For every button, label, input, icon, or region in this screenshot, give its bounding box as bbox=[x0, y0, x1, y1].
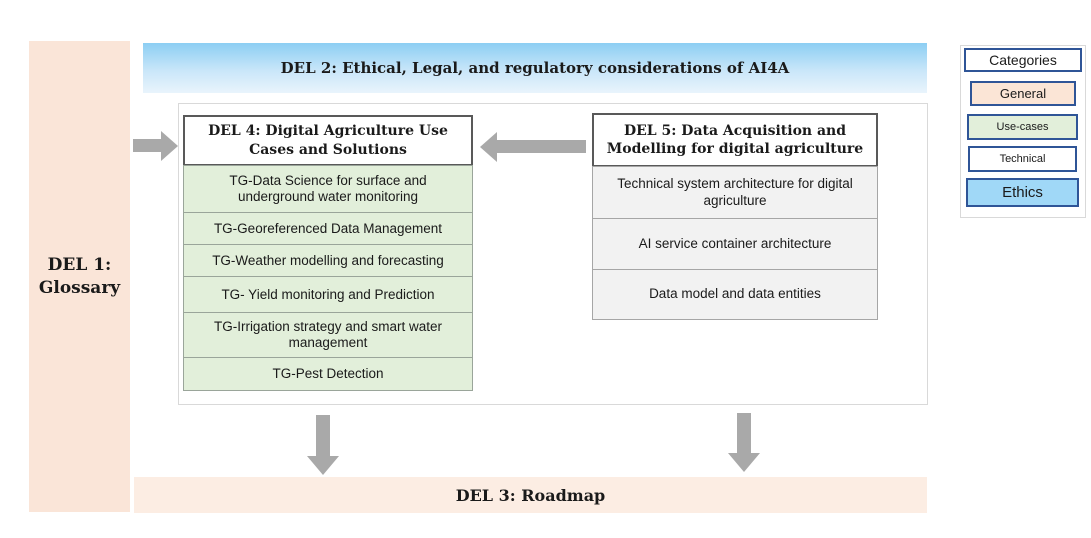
del4-item-georeferenced-data: TG-Georeferenced Data Management bbox=[183, 212, 473, 245]
del2-label: DEL 2: Ethical, Legal, and regulatory co… bbox=[280, 59, 790, 77]
arrow-down-icon bbox=[727, 413, 760, 472]
arrow-right-icon bbox=[133, 130, 178, 161]
arrow-head bbox=[480, 131, 497, 162]
legend-item-ethics: Ethics bbox=[966, 178, 1079, 207]
del5-data-acquisition-box: DEL 5: Data Acquisition and Modelling fo… bbox=[592, 113, 878, 320]
del1-label: DEL 1: Glossary bbox=[38, 254, 121, 298]
arrow-down-icon bbox=[306, 415, 339, 475]
legend-item-use-cases: Use-cases bbox=[967, 114, 1078, 140]
del4-item-irrigation-strategy: TG-Irrigation strategy and smart water m… bbox=[183, 312, 473, 358]
arrow-head bbox=[306, 456, 339, 475]
del5-item-data-model: Data model and data entities bbox=[592, 269, 878, 320]
categories-legend: Categories General Use-cases Technical E… bbox=[960, 45, 1086, 218]
del4-item-weather-modelling: TG-Weather modelling and forecasting bbox=[183, 244, 473, 277]
arrow-shaft bbox=[497, 140, 586, 153]
arrow-shaft bbox=[133, 139, 161, 152]
del5-item-ai-container: AI service container architecture bbox=[592, 218, 878, 270]
arrow-shaft bbox=[736, 413, 751, 453]
legend-title: Categories bbox=[964, 48, 1082, 72]
legend-item-general: General bbox=[970, 81, 1076, 106]
del4-item-pest-detection: TG-Pest Detection bbox=[183, 357, 473, 391]
del4-header: DEL 4: Digital Agriculture Use Cases and… bbox=[183, 115, 473, 166]
del4-item-yield-monitoring: TG- Yield monitoring and Prediction bbox=[183, 276, 473, 313]
del2-ethics-bar: DEL 2: Ethical, Legal, and regulatory co… bbox=[143, 43, 927, 93]
del3-roadmap-bar: DEL 3: Roadmap bbox=[134, 477, 927, 513]
arrow-shaft bbox=[315, 415, 330, 456]
del4-item-water-monitoring: TG-Data Science for surface and undergro… bbox=[183, 165, 473, 213]
arrow-head bbox=[161, 130, 178, 161]
del1-glossary-bar: DEL 1: Glossary bbox=[29, 41, 130, 512]
arrow-head bbox=[727, 453, 760, 472]
del3-label: DEL 3: Roadmap bbox=[455, 485, 606, 505]
del5-header: DEL 5: Data Acquisition and Modelling fo… bbox=[592, 113, 878, 167]
del4-use-cases-box: DEL 4: Digital Agriculture Use Cases and… bbox=[183, 115, 473, 391]
del5-item-system-architecture: Technical system architecture for digita… bbox=[592, 166, 878, 219]
legend-item-technical: Technical bbox=[968, 146, 1077, 172]
arrow-left-icon bbox=[480, 131, 586, 162]
